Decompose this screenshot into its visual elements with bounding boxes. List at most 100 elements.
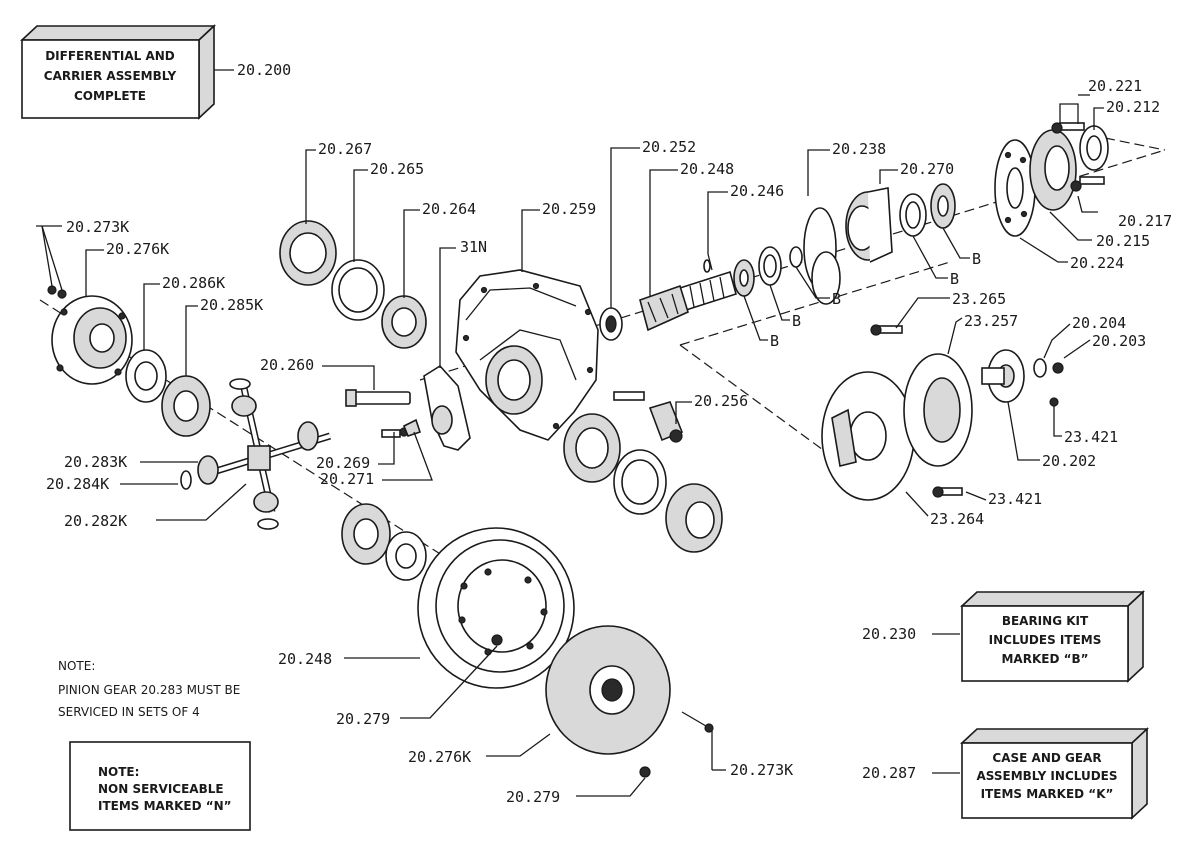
backing-plate-23-264 <box>821 371 915 501</box>
leader-lines <box>36 94 1104 797</box>
label-20-256: 20.256 <box>694 392 748 410</box>
washer-20-271 <box>402 418 422 437</box>
part-labels: 20.221 20.212 20.217 20.215 20.224 20.23… <box>46 77 1172 806</box>
label-20-285k: 20.285K <box>200 296 263 314</box>
b-leaders <box>743 227 970 341</box>
ring-gear-20-248 <box>417 527 575 689</box>
drive-flange-20-224 <box>994 139 1036 237</box>
screw-20-269 <box>381 427 409 438</box>
bolt-20-273k-lower <box>681 711 714 733</box>
label-20-204: 20.204 <box>1072 314 1126 332</box>
bolt-20-279-ring <box>491 634 503 646</box>
thrust-washer-lower <box>385 531 427 581</box>
label-20-264: 20.264 <box>422 200 476 218</box>
bearing-cone-20-270 <box>930 183 956 229</box>
washer-20-204 <box>1033 358 1047 378</box>
label-b5: B <box>972 250 981 268</box>
bearing-kit-part-number: 20.230 <box>862 625 916 643</box>
label-20-212: 20.212 <box>1106 98 1160 116</box>
label-20-202: 20.202 <box>1042 452 1096 470</box>
bolt-23-421 <box>932 486 963 498</box>
label-b3: B <box>832 290 841 308</box>
label-20-282k: 20.282K <box>64 512 127 530</box>
pinion-washers-20-284k <box>180 378 279 530</box>
label-20-238: 20.238 <box>832 140 886 158</box>
screw-20-260 <box>345 389 411 407</box>
label-23-421-b: 23.421 <box>988 490 1042 508</box>
assembly-box-line-3: COMPLETE <box>74 89 146 103</box>
bearing-cone-b1 <box>733 259 755 297</box>
bearing-20-252 <box>599 307 623 341</box>
label-20-265: 20.265 <box>370 160 424 178</box>
assembly-box: DIFFERENTIAL AND CARRIER ASSEMBLY COMPLE… <box>19 24 217 120</box>
bearing-cup-b4 <box>899 193 927 237</box>
shim-pack <box>803 207 841 305</box>
bearing-cone-centre <box>563 413 621 483</box>
non-serviceable-line-2: NON SERVICEABLE <box>98 782 224 796</box>
bearing-kit-line-2: INCLUDES ITEMS <box>989 633 1102 647</box>
label-20-271: 20.271 <box>320 470 374 488</box>
bolts-20-273k <box>47 285 67 299</box>
case-gear-line-1: CASE AND GEAR <box>992 751 1101 765</box>
label-23-421-a: 23.421 <box>1064 428 1118 446</box>
case-gear-part-number: 20.287 <box>862 764 916 782</box>
pinion-note: NOTE: PINION GEAR 20.283 MUST BE SERVICE… <box>58 659 240 719</box>
side-gear-20-285k <box>161 375 211 437</box>
pinion-note-line-3: SERVICED IN SETS OF 4 <box>58 705 200 719</box>
non-serviceable-box: NOTE: NON SERVICEABLE ITEMS MARKED “N” <box>69 741 251 831</box>
label-20-260: 20.260 <box>260 356 314 374</box>
case-half-lower-20-276k <box>545 625 671 755</box>
carrier-housing-20-259 <box>455 269 599 441</box>
label-20-284k: 20.284K <box>46 475 109 493</box>
label-20-276k-top: 20.276K <box>106 240 169 258</box>
pinion-gears-20-283k <box>197 395 319 513</box>
label-20-252: 20.252 <box>642 138 696 156</box>
side-gear-lower <box>341 503 391 565</box>
assembly-box-line-2: CARRIER ASSEMBLY <box>44 69 177 83</box>
nut-20-279-lower <box>639 766 651 778</box>
bearing-cup-20-265 <box>331 259 385 321</box>
bearing-kit-box: BEARING KIT INCLUDES ITEMS MARKED “B” <box>959 590 1146 683</box>
label-20-267: 20.267 <box>318 140 372 158</box>
bearing-cup-b3 <box>758 246 782 286</box>
thrust-washer-20-286k <box>125 349 167 403</box>
label-20-276k-bottom: 20.276K <box>408 748 471 766</box>
label-20-248-top: 20.248 <box>680 160 734 178</box>
label-23-265: 23.265 <box>952 290 1006 308</box>
bolt-20-221 <box>1051 122 1085 134</box>
bearing-kit-line-3: MARKED “B” <box>1001 652 1088 666</box>
seal-20-212 <box>1079 125 1109 171</box>
bolt-23-265 <box>870 324 903 336</box>
pinion-note-line-1: NOTE: <box>58 659 95 673</box>
adjuster-20-256 <box>613 391 684 443</box>
label-20-259: 20.259 <box>542 200 596 218</box>
label-20-279-a: 20.279 <box>336 710 390 728</box>
nut-20-203 <box>1052 362 1064 374</box>
assembly-part-number: 20.200 <box>237 61 291 79</box>
label-20-224: 20.224 <box>1070 254 1124 272</box>
label-20-270: 20.270 <box>900 160 954 178</box>
label-20-215: 20.215 <box>1096 232 1150 250</box>
non-serviceable-line-3: ITEMS MARKED “N” <box>98 799 232 813</box>
label-20-221: 20.221 <box>1088 77 1142 95</box>
label-20-246: 20.246 <box>730 182 784 200</box>
label-20-286k: 20.286K <box>162 274 225 292</box>
bearing-cap-31n <box>423 364 471 451</box>
drive-pinion-20-248 <box>639 270 737 332</box>
label-20-273k-top: 20.273K <box>66 218 129 236</box>
bearing-20-264 <box>381 295 427 349</box>
label-b4: B <box>950 270 959 288</box>
label-b1: B <box>770 332 779 350</box>
flange-20-215 <box>1029 129 1077 211</box>
label-20-248-bottom: 20.248 <box>278 650 332 668</box>
retainer-20-238 <box>845 187 893 263</box>
label-20-273k-bottom: 20.273K <box>730 761 793 779</box>
assembly-box-line-1: DIFFERENTIAL AND <box>45 49 175 63</box>
label-20-279-b: 20.279 <box>506 788 560 806</box>
label-23-264: 23.264 <box>930 510 984 528</box>
label-20-283k: 20.283K <box>64 453 127 471</box>
companion-flange-20-202 <box>981 349 1025 403</box>
label-23-257: 23.257 <box>964 312 1018 330</box>
